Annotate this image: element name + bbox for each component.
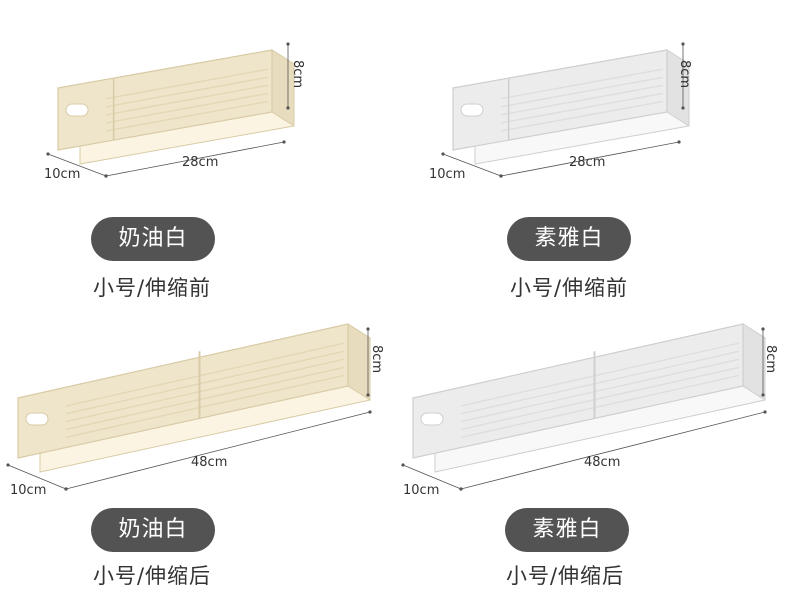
storage-box-white-short-illustration	[441, 42, 691, 178]
front-wall	[57, 49, 273, 151]
width-label: 10cm	[403, 483, 440, 498]
front-rib	[65, 342, 345, 407]
product-card-white-short: 28cm 10cm 8cm 素雅白 小号/伸缩前	[395, 0, 790, 307]
height-label: 8cm	[677, 60, 692, 89]
handle-slot	[65, 103, 89, 117]
front-wall	[17, 323, 349, 459]
front-rib	[500, 76, 664, 108]
width-dimension-line-end	[64, 487, 68, 491]
width-dimension-line-end	[441, 152, 445, 156]
length-label: 28cm	[569, 155, 606, 170]
front-rib	[65, 366, 345, 431]
front-rib	[460, 342, 740, 407]
length-dimension-line-end	[763, 410, 767, 414]
width-label: 10cm	[429, 167, 466, 182]
color-badge: 奶油白	[91, 217, 215, 261]
front-rib	[460, 374, 740, 438]
length-dimension-line	[460, 411, 766, 490]
front-rib	[460, 358, 740, 423]
end-wall	[742, 323, 766, 401]
front-rib	[460, 366, 740, 431]
front-rib	[105, 68, 269, 100]
length-label: 48cm	[191, 455, 228, 470]
width-dimension-line	[47, 153, 107, 177]
front-rib	[500, 84, 664, 116]
handle-slot	[460, 103, 484, 117]
front-rib	[460, 350, 740, 415]
color-badge: 素雅白	[507, 217, 631, 261]
width-label: 10cm	[10, 483, 47, 498]
height-dimension-line-end	[286, 106, 290, 110]
size-caption: 小号/伸缩前	[92, 276, 212, 300]
storage-box-cream-long-illustration	[6, 323, 372, 491]
size-caption: 小号/伸缩后	[92, 564, 212, 588]
front-rib	[65, 374, 345, 438]
color-badge: 奶油白	[91, 508, 215, 552]
handle-slot	[25, 412, 49, 426]
width-dimension-line-end	[401, 463, 405, 467]
length-dimension-line	[500, 141, 680, 177]
width-dimension-line-end	[104, 174, 108, 178]
storage-box-white-long-illustration	[401, 323, 767, 491]
width-dimension-line	[402, 464, 462, 490]
height-dimension-line-end	[366, 327, 370, 331]
front-rib	[105, 84, 269, 116]
front-rib	[105, 100, 269, 132]
color-badge: 素雅白	[505, 508, 629, 552]
height-dimension-line-end	[366, 393, 370, 397]
height-label: 8cm	[369, 345, 384, 374]
front-rib	[500, 92, 664, 124]
height-dimension-line-end	[761, 327, 765, 331]
handle-slot	[420, 412, 444, 426]
front-rib	[500, 100, 664, 132]
length-dimension-line	[65, 411, 371, 490]
length-dimension-line-end	[677, 140, 681, 144]
width-label: 10cm	[44, 167, 81, 182]
height-dimension-line-end	[681, 42, 685, 46]
height-label: 8cm	[290, 60, 305, 89]
length-dimension-line-end	[368, 410, 372, 414]
front-rib	[105, 76, 269, 108]
height-label: 8cm	[763, 345, 778, 374]
width-dimension-line-end	[499, 174, 503, 178]
front-wall	[412, 323, 744, 459]
front-rib	[105, 92, 269, 124]
end-wall	[347, 323, 371, 401]
size-caption: 小号/伸缩前	[509, 276, 629, 300]
width-dimension-line	[442, 153, 502, 177]
height-dimension-line-end	[681, 106, 685, 110]
storage-box-cream-short-illustration	[46, 42, 296, 178]
front-rib	[500, 68, 664, 100]
size-caption: 小号/伸缩后	[505, 564, 625, 588]
length-dimension-line-end	[282, 140, 286, 144]
length-label: 28cm	[182, 155, 219, 170]
height-dimension-line-end	[286, 42, 290, 46]
width-dimension-line-end	[46, 152, 50, 156]
height-dimension-line-end	[761, 393, 765, 397]
width-dimension-line-end	[459, 487, 463, 491]
product-card-cream-short: 28cm 10cm 8cm 奶油白 小号/伸缩前	[0, 0, 395, 307]
length-label: 48cm	[584, 455, 621, 470]
front-wall	[452, 49, 668, 151]
front-rib	[65, 358, 345, 423]
length-dimension-line	[105, 141, 285, 177]
front-rib	[65, 350, 345, 415]
width-dimension-line-end	[6, 463, 10, 467]
product-card-cream-long: 48cm 10cm 8cm 奶油白 小号/伸缩后	[0, 307, 395, 614]
product-card-white-long: 48cm 10cm 8cm 素雅白 小号/伸缩后	[395, 307, 790, 614]
width-dimension-line	[7, 464, 67, 490]
